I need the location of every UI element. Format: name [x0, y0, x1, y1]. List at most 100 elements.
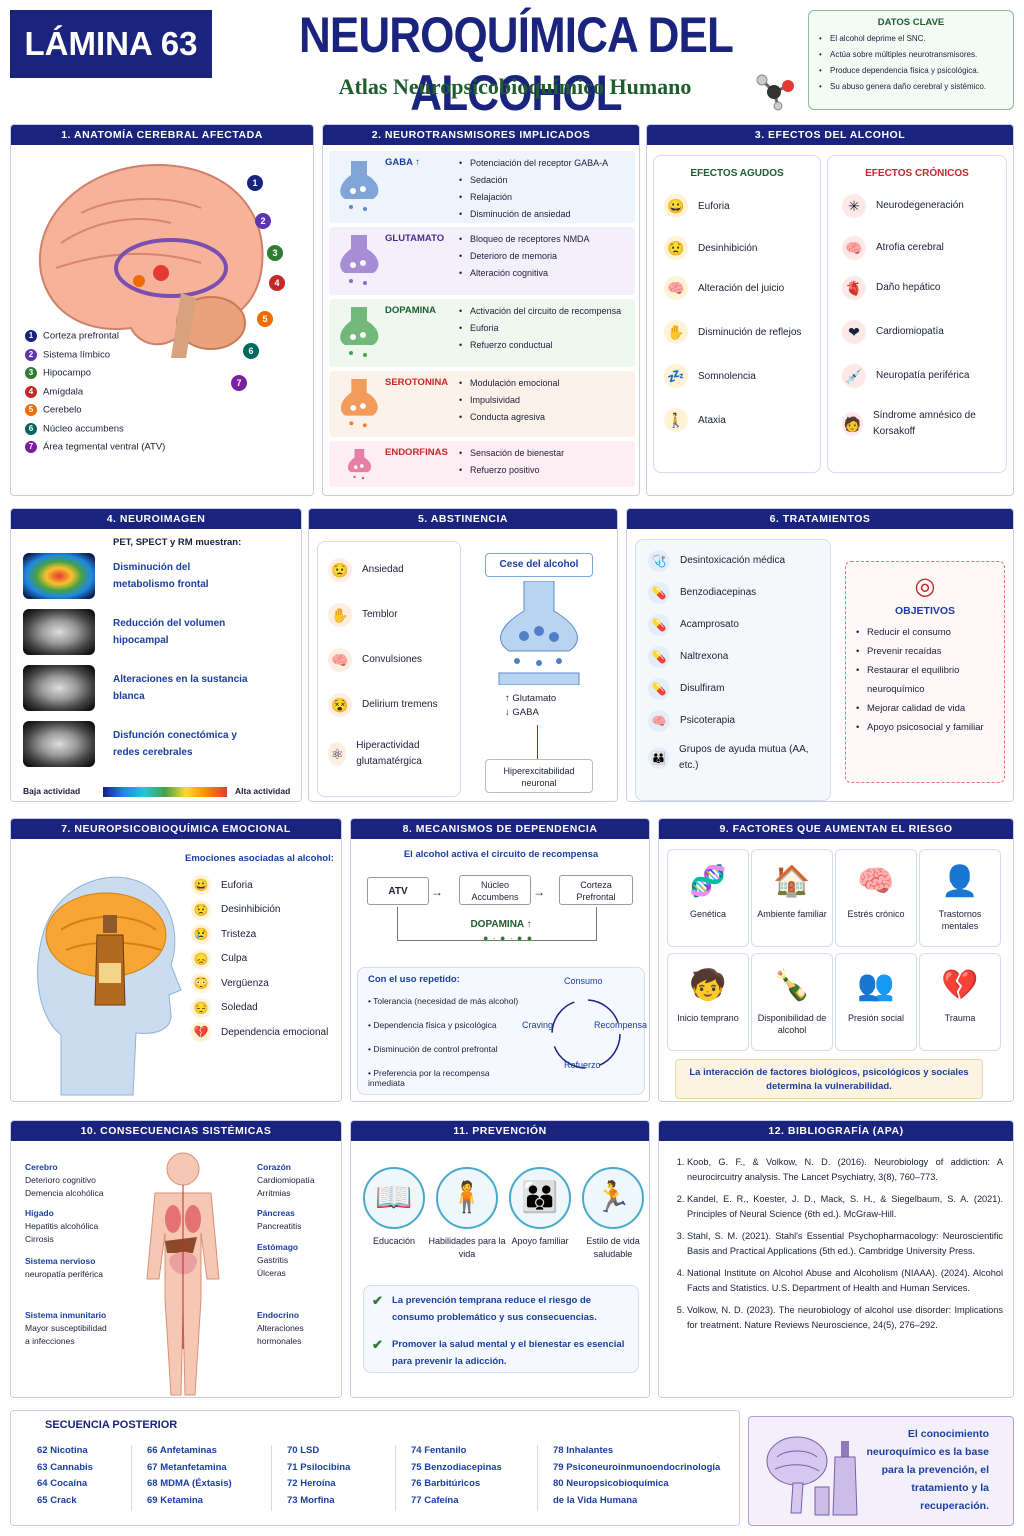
treatment-icon: 💊	[648, 646, 670, 668]
acute-label: Euforia	[698, 200, 730, 212]
panel-prevention: 11. PREVENCIÓN 📖Educación🧍Habilidades pa…	[350, 1120, 650, 1398]
organ-effect: Alteraciones	[257, 1323, 304, 1333]
prevention-label: Apoyo familiar	[511, 1236, 569, 1246]
organ-effect: Pancreatitis	[257, 1221, 302, 1231]
risk-icon: 🧬	[689, 865, 727, 898]
symptom-icon: 😵	[328, 693, 352, 717]
risk-icon: 💔	[941, 969, 979, 1002]
organ-effect: Deterioro cognitivo	[25, 1175, 96, 1185]
prevention-label: Habilidades para la vida	[428, 1236, 506, 1259]
sequence-title: SECUENCIA POSTERIOR	[45, 1419, 178, 1431]
nt-block: GLUTAMATOBloqueo de receptores NMDADeter…	[329, 227, 635, 295]
sequence-divider	[537, 1445, 538, 1511]
key-fact: El alcohol deprime el SNC.	[819, 31, 1003, 47]
panel-neurotransmitters: 2. NEUROTRANSMISORES IMPLICADOS GABA ↑Po…	[322, 124, 640, 496]
effect-icon: 🧑	[842, 412, 863, 436]
anatomy-number: 2	[25, 348, 37, 361]
brain-scan-image	[23, 721, 95, 767]
panel-title: 2. NEUROTRANSMISORES IMPLICADOS	[323, 125, 639, 145]
emotion-label: Desinhibición	[221, 904, 281, 915]
symptom-icon: ✋	[328, 603, 352, 627]
acute-item: ✋Disminución de reflejos	[664, 320, 801, 344]
key-fact: Actúa sobre múltiples neurotransmisores.	[819, 47, 1003, 63]
brain-scan-image	[23, 609, 95, 655]
risk-icon: 🏠	[773, 865, 811, 898]
nt-effect: Potenciación del receptor GABA-A	[459, 155, 635, 172]
emotion-item: 😢Tristeza	[191, 924, 256, 944]
emotion-label: Culpa	[221, 953, 248, 964]
emotion-icon: 💔	[191, 1022, 211, 1042]
nt-effect: Deterioro de memoria	[459, 248, 635, 265]
nt-block: DOPAMINA Activación del circuito de recom…	[329, 299, 635, 367]
organ-name: Páncreas	[257, 1208, 295, 1218]
nt-name: ENDORFINAS	[385, 447, 448, 458]
reference-item: Koob, G. F., & Volkow, N. D. (2016). Neu…	[687, 1155, 1003, 1185]
brain-scan-image	[23, 665, 95, 711]
anatomy-marker-6: 6	[243, 343, 259, 359]
organ-effect: Mayor susceptibilidad	[25, 1323, 107, 1333]
treatment-item: 🧠Psicoterapia	[648, 710, 824, 732]
treatment-label: Desintoxicación médica	[680, 555, 786, 566]
nt-effect: Relajación	[459, 189, 635, 206]
treatment-item: 💊Benzodiacepinas	[648, 582, 824, 604]
withdrawal-item: 🧠Convulsiones	[328, 648, 456, 672]
target-icon: ◎	[914, 573, 936, 600]
anatomy-marker-3: 3	[267, 245, 283, 261]
anatomy-number: 1	[25, 330, 37, 342]
nt-name: DOPAMINA	[385, 305, 437, 316]
risk-label: Genética	[689, 909, 727, 919]
key-facts-box: DATOS CLAVE El alcohol deprime el SNC.Ac…	[808, 10, 1014, 110]
treatment-item: 💊Naltrexona	[648, 646, 824, 668]
risk-label: Inicio temprano	[677, 1013, 739, 1023]
chronic-item: ✳Neurodegeneración	[842, 194, 1002, 218]
sequence-item: 76 Barbitúricos	[411, 1478, 481, 1489]
panel-neuroimaging: 4. NEUROIMAGEN PET, SPECT y RM muestran:…	[10, 508, 302, 802]
treatment-icon: 🧠	[648, 710, 670, 732]
repeated-title: Con el uso repetido:	[368, 974, 460, 985]
molecule-icon	[756, 74, 794, 111]
prevention-icon: 🏃	[582, 1167, 644, 1229]
acute-label: Ataxia	[698, 414, 726, 426]
synapse-icon	[340, 235, 379, 285]
anatomy-number: 6	[25, 422, 37, 435]
acute-title: EFECTOS AGUDOS	[690, 168, 784, 179]
prevention-note-text: La prevención temprana reduce el riesgo …	[392, 1295, 597, 1323]
panel-title: 1. ANATOMÍA CEREBRAL AFECTADA	[11, 125, 313, 145]
nt-effect: Conducta agresiva	[459, 409, 635, 426]
chronic-item: 🫀Daño hepático	[842, 276, 1002, 300]
panel-treatments: 6. TRATAMIENTOS 🩺Desintoxicación médica💊…	[626, 508, 1014, 802]
cycle-refuerzo: Refuerzo	[564, 1060, 601, 1070]
synapse-illustration	[498, 581, 580, 685]
sequence-item: 71 Psilocibina	[287, 1461, 351, 1473]
objective-item: Mejorar calidad de vida	[856, 699, 1004, 718]
anatomy-marker-5: 5	[257, 311, 273, 327]
symptom-label: Temblor	[362, 609, 398, 620]
sequence-item: 68 MDMA (Éxtasis)	[147, 1478, 232, 1489]
chronic-label: Atrofia cerebral	[876, 242, 944, 253]
human-body-illustration	[146, 1152, 220, 1396]
chronic-item: 🧠Atrofia cerebral	[842, 236, 1002, 260]
reference-item: Kandel, E. R., Koester, J. D., Mack, S. …	[687, 1192, 1003, 1222]
treatments-box: 🩺Desintoxicación médica💊Benzodiacepinas💊…	[635, 539, 831, 801]
withdrawal-item: ⚛Hiperactividad glutamatérgica	[328, 738, 456, 770]
organ-effect: Hepatitis alcohólica	[25, 1221, 99, 1231]
check-icon: ✔	[372, 1293, 383, 1308]
repeated-use-box: Con el uso repetido: • Tolerancia (neces…	[357, 967, 647, 1095]
withdrawal-item: 😟Ansiedad	[328, 558, 456, 582]
anatomy-label: Área tegmental ventral (ATV)	[43, 441, 166, 453]
emotion-label: Vergüenza	[221, 977, 269, 989]
anatomy-number: 5	[25, 404, 37, 416]
objectives-list: Reducir el consumoPrevenir recaídasResta…	[846, 623, 1004, 737]
acute-label: Somnolencia	[698, 370, 756, 382]
nt-effect: Activación del circuito de recompensa	[459, 303, 635, 320]
arrow-right-2: →	[533, 885, 545, 899]
nt-effects: Potenciación del receptor GABA-ASedación…	[459, 155, 635, 223]
key-facts-list: El alcohol deprime el SNC.Actúa sobre mú…	[819, 31, 1003, 95]
effect-icon: 😀	[664, 194, 688, 218]
